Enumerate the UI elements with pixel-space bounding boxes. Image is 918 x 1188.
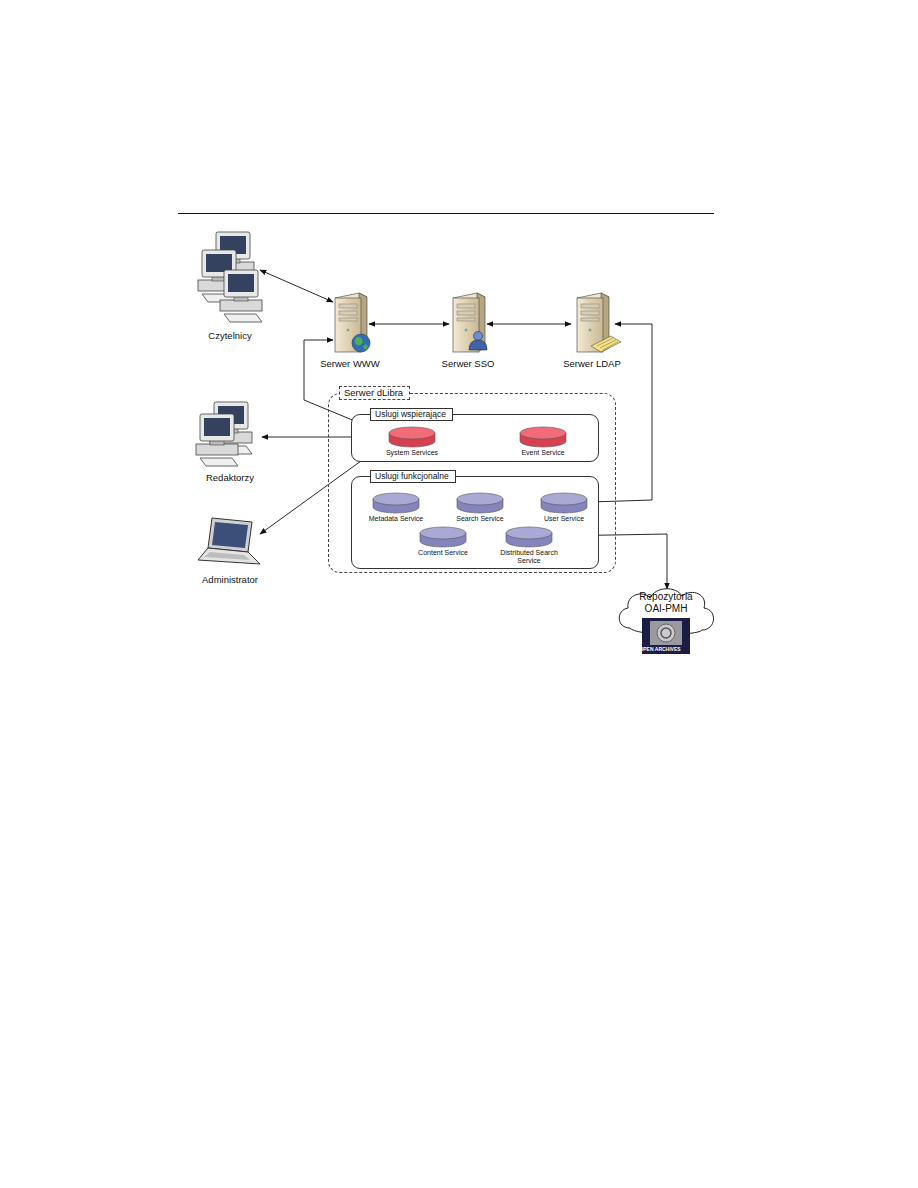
top-rule (178, 213, 714, 214)
service-label: Metadata Service (364, 515, 428, 523)
cloud-label: Repozytoria OAI-PMH (631, 591, 701, 614)
client-node: Redaktorzy (190, 400, 270, 483)
client-node: Administrator (190, 514, 270, 585)
server-icon (557, 290, 627, 356)
band-title: Uslugi funkcjonalne (370, 470, 456, 483)
logo-text: OPEN ARCHIVES (636, 647, 684, 652)
service-disc (388, 426, 436, 448)
node-label: Czytelnicy (190, 330, 270, 341)
service-label: Distributed Search Service (494, 549, 564, 564)
server-node: Serwer SSO (433, 290, 503, 369)
group-title: Serwer dLibra (339, 386, 410, 400)
repository-cloud: Repozytoria OAI-PMH (612, 584, 720, 656)
service-node: System Services (380, 426, 444, 457)
service-node: User Service (532, 492, 596, 523)
service-node: Distributed Search Service (494, 526, 564, 564)
service-node: Content Service (411, 526, 475, 557)
service-disc (372, 492, 420, 514)
server-node: Serwer LDAP (557, 290, 627, 369)
server-icon (433, 290, 503, 356)
service-node: Search Service (448, 492, 512, 523)
service-band: Uslugi wspierająceSystem ServicesEvent S… (351, 414, 599, 462)
service-disc (519, 426, 567, 448)
workstation-icon (190, 400, 270, 470)
laptop-icon (190, 514, 270, 572)
service-label: System Services (380, 449, 444, 457)
service-disc (419, 526, 467, 548)
node-label: Serwer WWW (315, 358, 385, 369)
connector (590, 324, 652, 502)
service-label: Search Service (448, 515, 512, 523)
band-title: Uslugi wspierające (370, 408, 453, 421)
workstation-icon (190, 230, 270, 328)
node-label: Serwer LDAP (557, 358, 627, 369)
node-label: Redaktorzy (190, 472, 270, 483)
connector (487, 324, 571, 325)
connector (369, 324, 449, 325)
service-disc (505, 526, 553, 548)
service-disc (456, 492, 504, 514)
server-group: Serwer dLibraUslugi wspierająceSystem Se… (328, 393, 616, 573)
connector (260, 270, 333, 302)
service-label: User Service (532, 515, 596, 523)
service-node: Event Service (511, 426, 575, 457)
server-node: Serwer WWW (315, 290, 385, 369)
service-label: Content Service (411, 549, 475, 557)
server-icon (315, 290, 385, 356)
service-node: Metadata Service (364, 492, 428, 523)
node-label: Administrator (190, 574, 270, 585)
service-label: Event Service (511, 449, 575, 457)
service-disc (540, 492, 588, 514)
node-label: Serwer SSO (433, 358, 503, 369)
service-band: Uslugi funkcjonalneMetadata ServiceSearc… (351, 476, 599, 569)
client-node: Czytelnicy (190, 230, 270, 341)
